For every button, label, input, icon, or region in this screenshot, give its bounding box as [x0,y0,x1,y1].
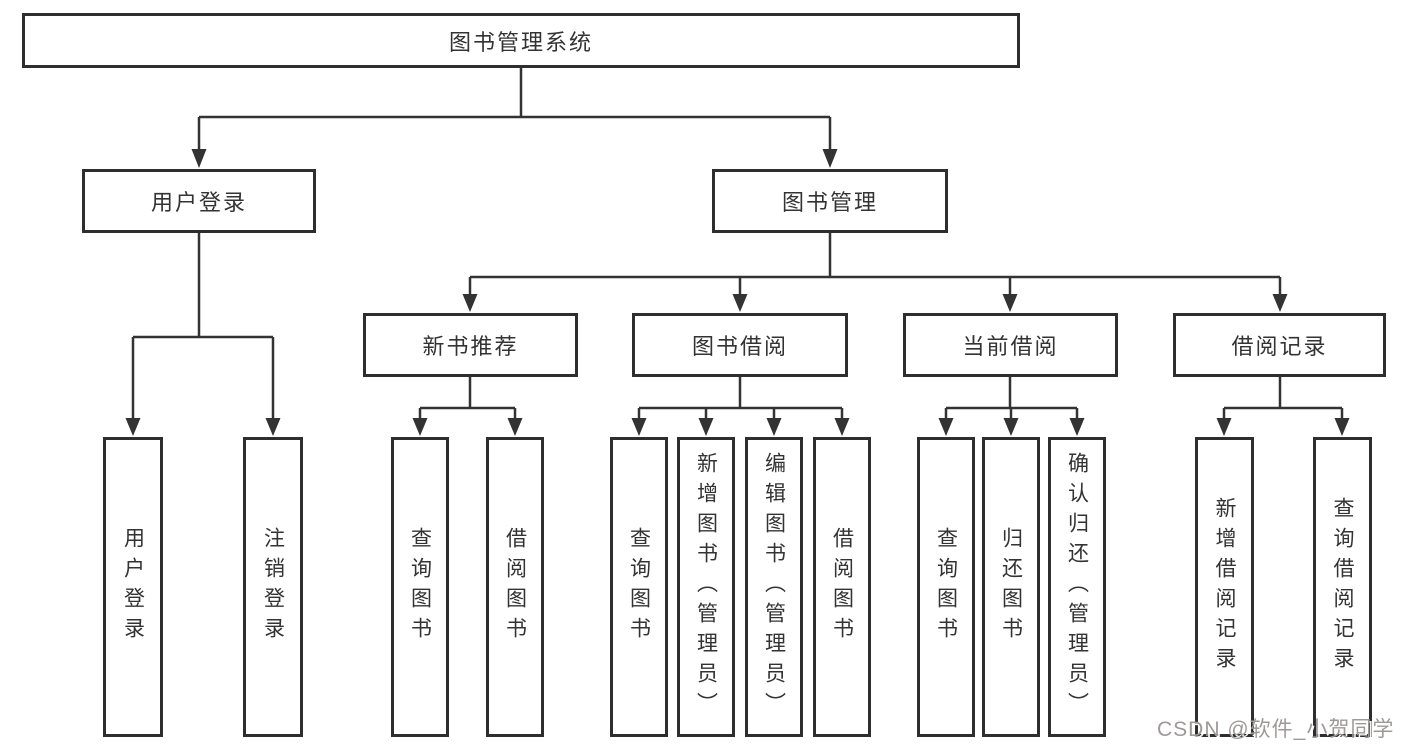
node-current-borrow-label: 当前借阅 [962,334,1059,359]
leaf-borrow-books: 借阅图书 [813,437,871,737]
leaf-recommend-borrow-books: 借阅图书 [486,437,544,737]
leaf-logout: 注销登录 [243,437,303,737]
leaf-logout-label: 注销登录 [261,527,285,647]
node-borrow-records-label: 借阅记录 [1231,334,1328,359]
node-new-book-recommend: 新书推荐 [363,313,578,377]
node-book-management: 图书管理 [712,169,948,233]
leaf-edit-books-admin: 编辑图书（管理员） [745,437,803,737]
leaf-confirm-return-admin-label: 确认归还（管理员） [1065,452,1089,722]
leaf-confirm-return-admin: 确认归还（管理员） [1048,437,1106,737]
leaf-recommend-query-books: 查询图书 [391,437,449,737]
node-borrow-records: 借阅记录 [1173,313,1386,377]
node-current-borrow: 当前借阅 [903,313,1118,377]
leaf-borrow-query-books: 查询图书 [610,437,668,737]
leaf-user-login: 用户登录 [103,437,163,737]
leaf-return-books: 归还图书 [982,437,1040,737]
leaf-borrow-books-label: 借阅图书 [830,527,854,647]
leaf-add-books-admin-label: 新增图书（管理员） [694,452,718,722]
csdn-watermark: CSDN @软件_小贺同学 [1157,718,1395,741]
node-book-management-label: 图书管理 [781,190,878,215]
leaf-recommend-borrow-books-label: 借阅图书 [503,527,527,647]
node-user-login: 用户登录 [82,169,316,233]
leaf-current-query-books-label: 查询图书 [934,527,958,647]
leaf-recommend-query-books-label: 查询图书 [408,527,432,647]
leaf-current-query-books: 查询图书 [917,437,975,737]
leaf-borrow-query-books-label: 查询图书 [627,527,651,647]
leaf-add-borrow-record: 新增借阅记录 [1195,437,1254,737]
node-book-borrow: 图书借阅 [632,313,848,377]
leaf-edit-books-admin-label: 编辑图书（管理员） [762,452,786,722]
leaf-return-books-label: 归还图书 [999,527,1023,647]
node-library-system: 图书管理系统 [22,13,1020,68]
node-book-borrow-label: 图书借阅 [691,334,788,359]
node-user-login-label: 用户登录 [150,190,247,215]
leaf-query-borrow-record: 查询借阅记录 [1313,437,1372,737]
node-library-system-label: 图书管理系统 [448,29,593,55]
leaf-query-borrow-record-label: 查询借阅记录 [1331,497,1354,677]
node-new-book-recommend-label: 新书推荐 [422,334,519,359]
leaf-add-books-admin: 新增图书（管理员） [677,437,735,737]
leaf-user-login-label: 用户登录 [121,527,145,647]
leaf-add-borrow-record-label: 新增借阅记录 [1213,497,1236,677]
